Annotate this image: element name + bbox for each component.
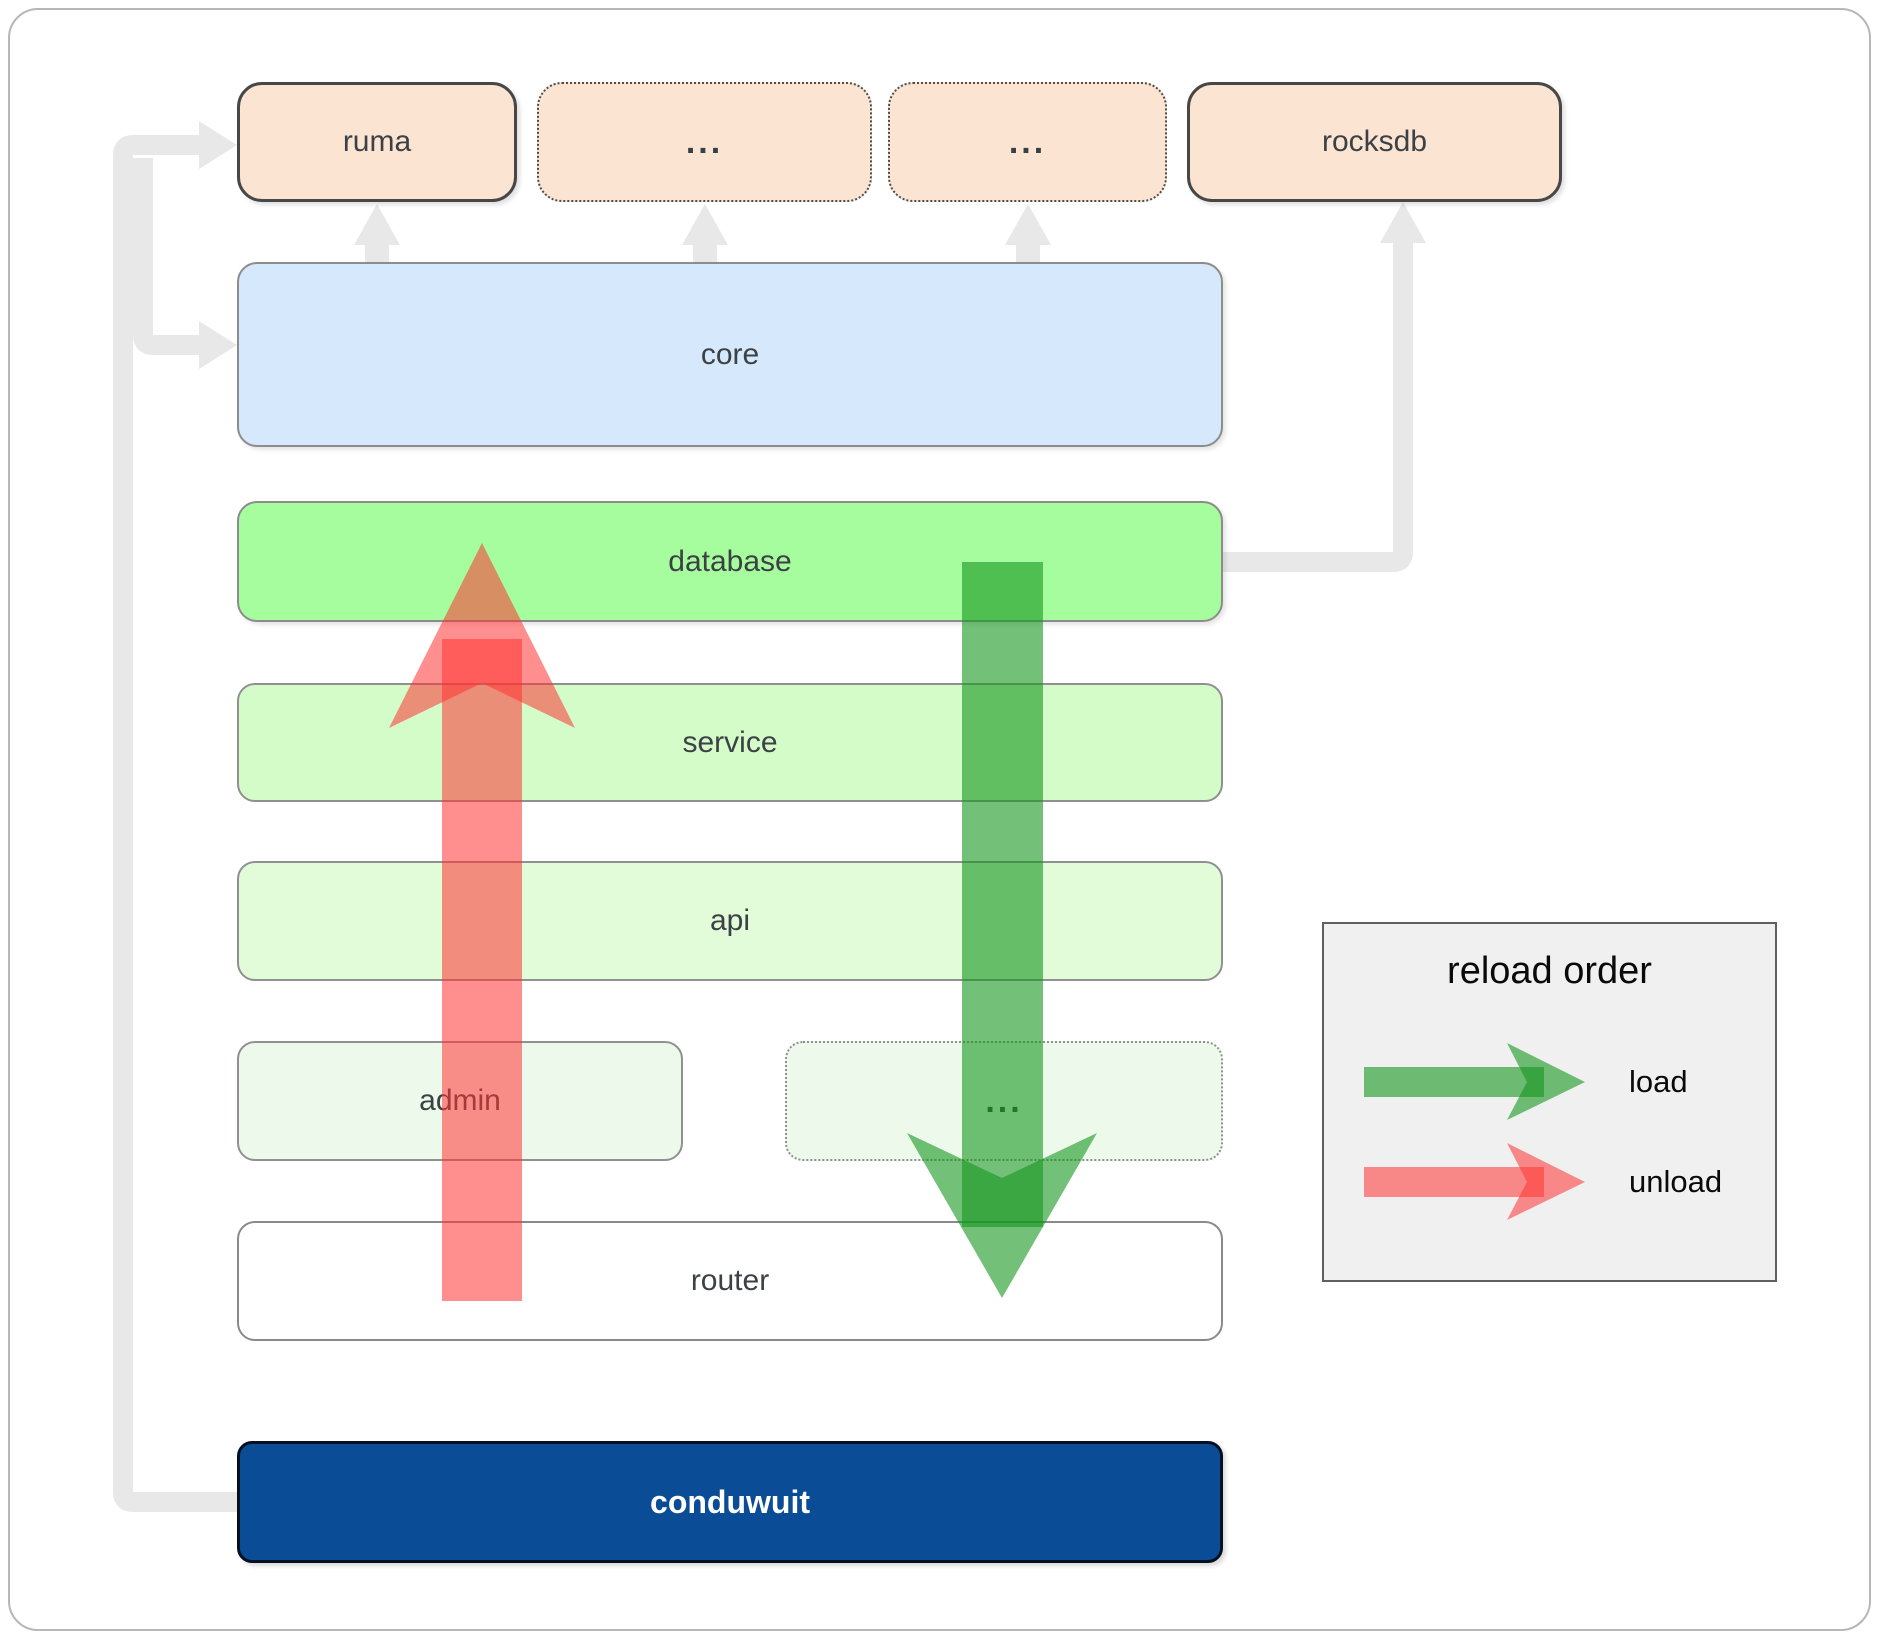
- box-rocksdb-label: rocksdb: [1321, 125, 1428, 158]
- box-admin: admin: [237, 1041, 683, 1161]
- box-core-label: core: [700, 337, 760, 371]
- legend-reload-order: reload order load unload: [1322, 922, 1777, 1282]
- box-database: database: [237, 501, 1223, 622]
- box-api-label: api: [709, 904, 751, 937]
- box-router: router: [237, 1221, 1223, 1341]
- box-module-ellipsis-2-label: ...: [1008, 122, 1047, 161]
- legend-title: reload order: [1447, 950, 1652, 992]
- box-router-label: router: [690, 1264, 770, 1297]
- box-module-ellipsis-1-label: ...: [685, 122, 724, 161]
- unload-arrow-icon: [1364, 1143, 1585, 1220]
- box-service: service: [237, 683, 1223, 802]
- legend-load-label: load: [1629, 1063, 1688, 1099]
- box-admin-label: admin: [419, 1084, 501, 1117]
- box-admin-ellipsis-label: ...: [985, 1081, 1023, 1120]
- box-conduwuit-label: conduwuit: [650, 1483, 810, 1520]
- box-rocksdb: rocksdb: [1187, 82, 1562, 202]
- box-module-ellipsis-2: ...: [888, 82, 1167, 202]
- box-database-label: database: [668, 544, 792, 578]
- box-ruma-label: ruma: [342, 125, 412, 158]
- box-module-ellipsis-1: ...: [537, 82, 872, 202]
- box-ruma: ruma: [237, 82, 517, 202]
- box-service-label: service: [682, 725, 778, 759]
- box-api: api: [237, 861, 1223, 981]
- box-conduwuit: conduwuit: [237, 1441, 1223, 1563]
- diagram-outer-frame: [8, 8, 1871, 1631]
- box-core: core: [237, 262, 1223, 447]
- load-arrow-icon: [1364, 1043, 1585, 1120]
- legend-unload-label: unload: [1629, 1163, 1723, 1199]
- box-admin-ellipsis: ...: [785, 1041, 1223, 1161]
